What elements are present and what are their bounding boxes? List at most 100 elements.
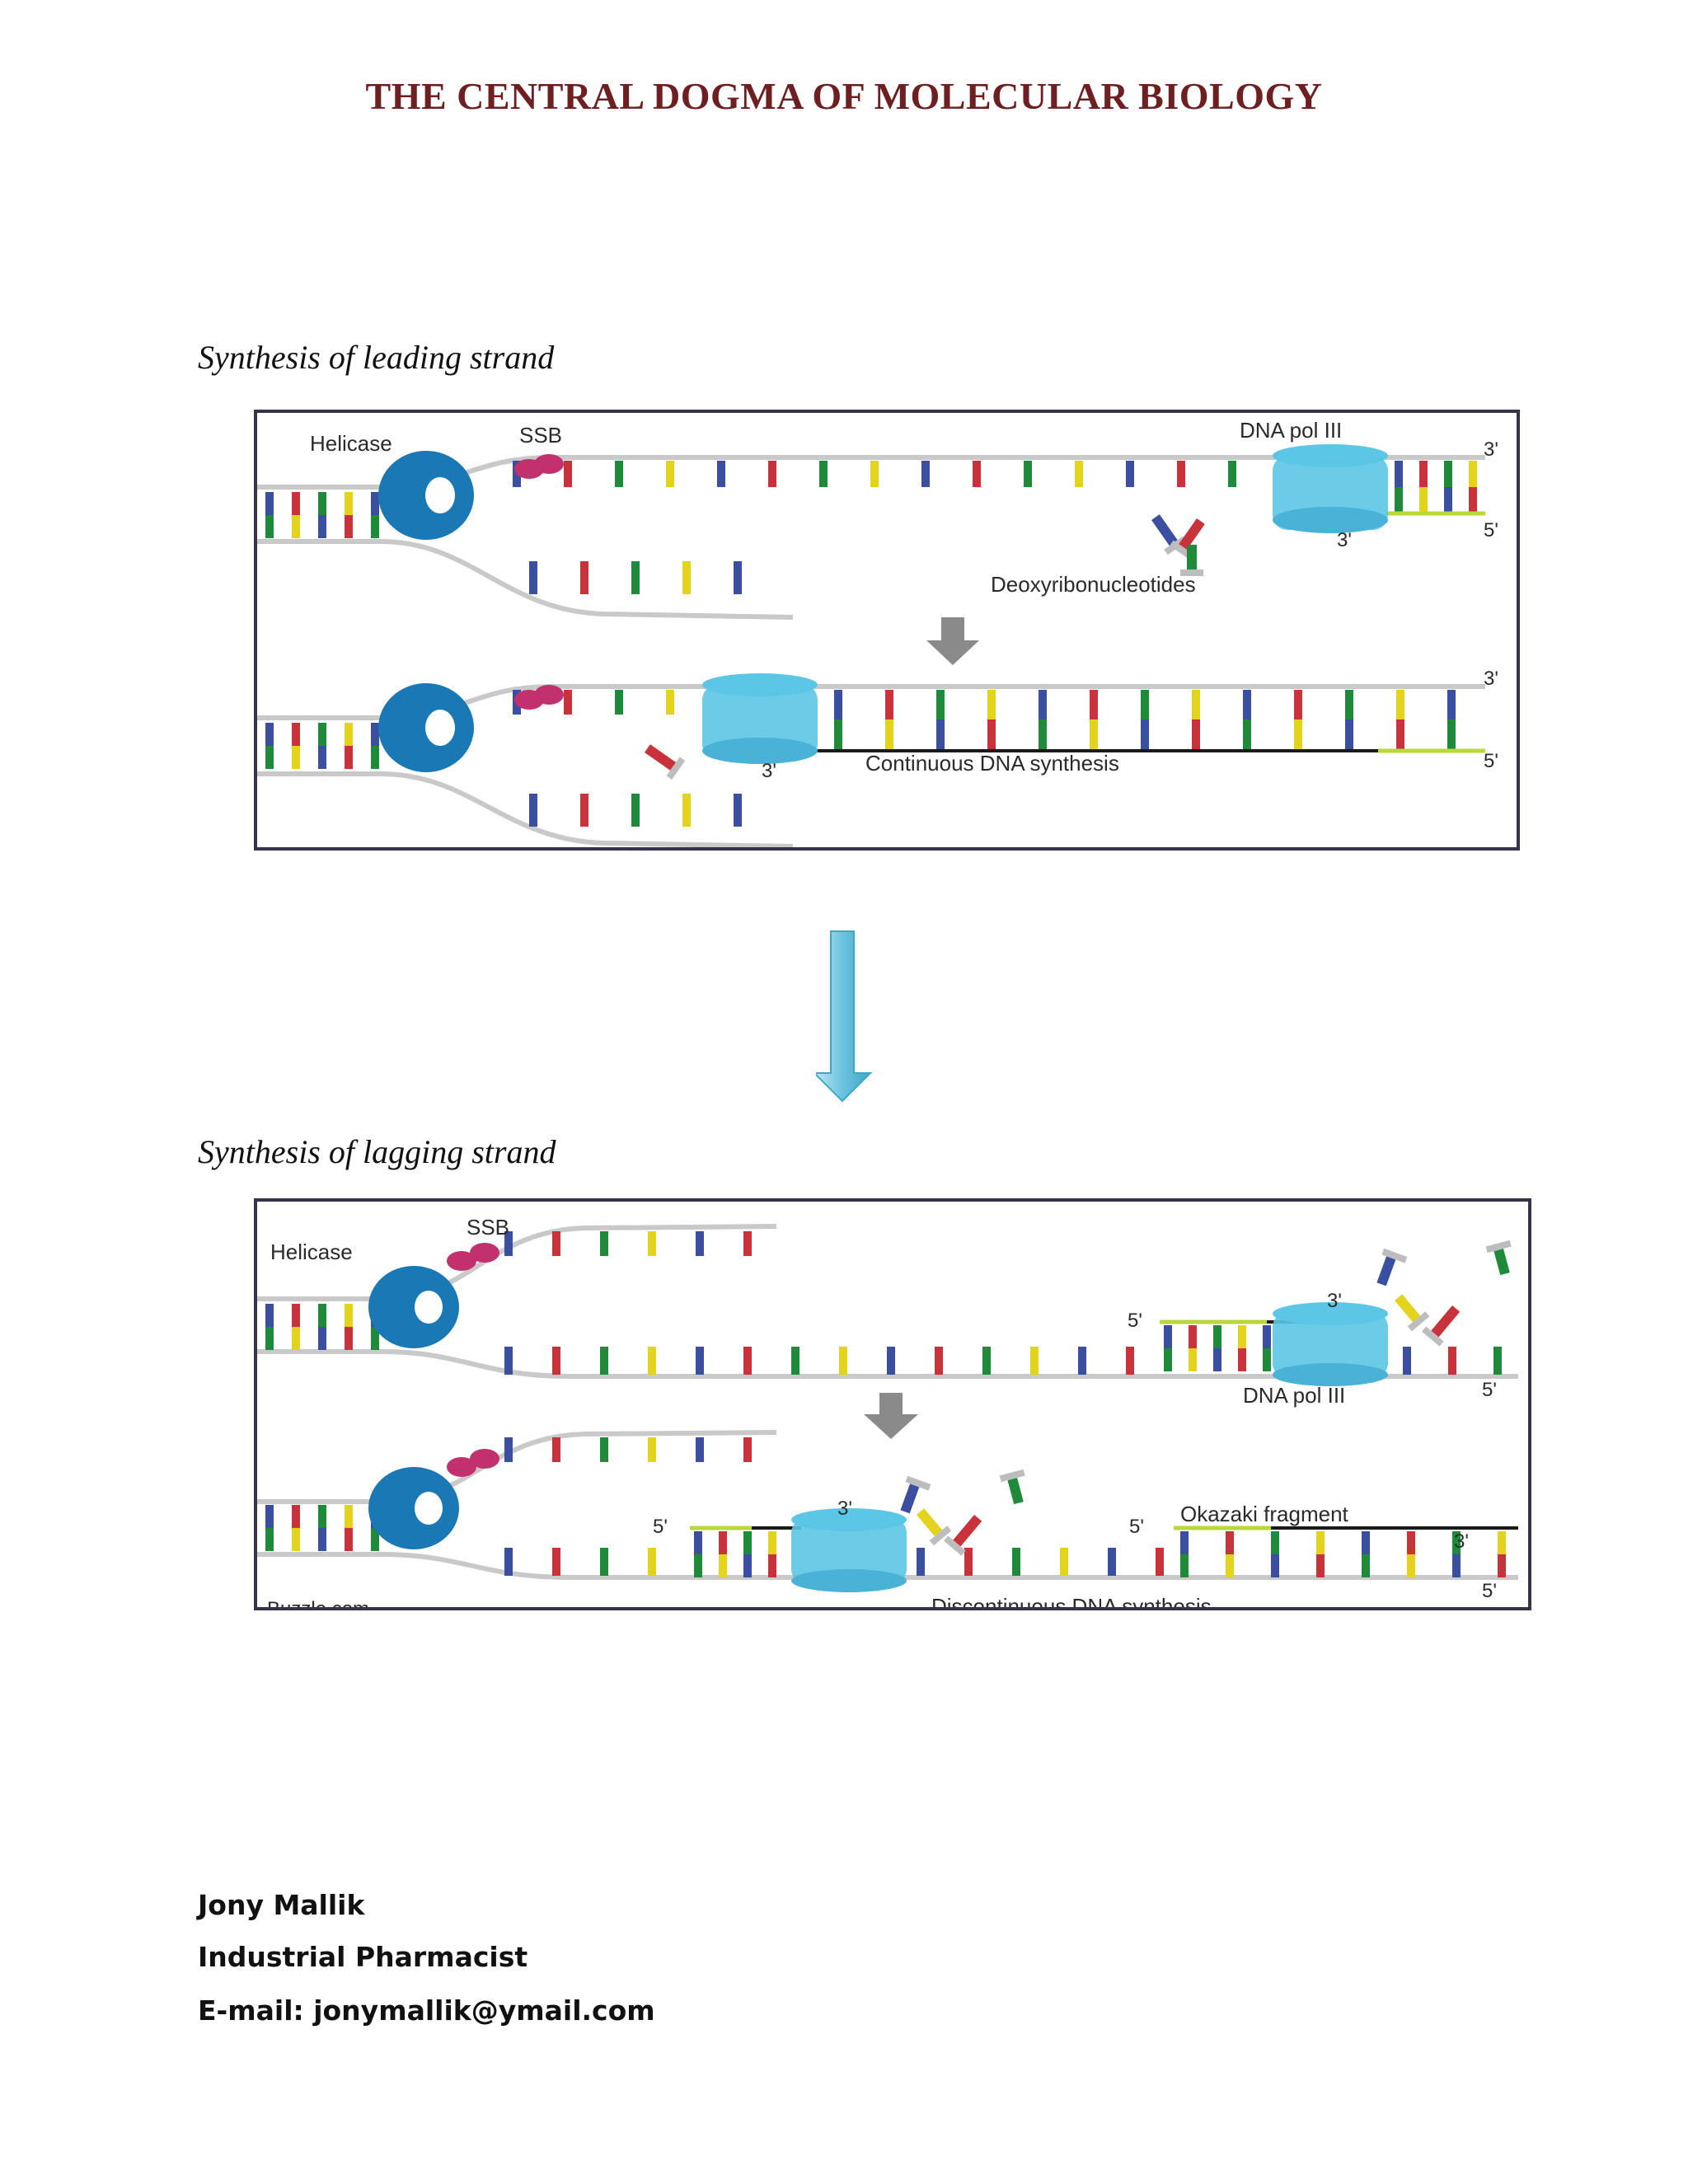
three-prime-label: 3' bbox=[1484, 438, 1498, 461]
base-tick bbox=[987, 690, 996, 719]
base-tick bbox=[371, 1327, 379, 1350]
base-tick bbox=[1192, 719, 1200, 749]
lagging-strand-figure: Helicase SSB DNA pol III 5' 3' 5' bbox=[254, 1198, 1531, 1610]
base-tick bbox=[1060, 1548, 1068, 1576]
base-tick bbox=[768, 1531, 776, 1554]
base-tick bbox=[768, 1554, 776, 1577]
dna-polymerase-top bbox=[791, 1508, 907, 1531]
base-tick bbox=[964, 1548, 973, 1576]
incoming-nucleotide bbox=[645, 744, 686, 780]
base-tick bbox=[564, 461, 572, 487]
flow-arrow bbox=[816, 930, 873, 1103]
base-tick bbox=[666, 690, 674, 715]
base-tick bbox=[1156, 1548, 1164, 1576]
base-tick bbox=[1243, 719, 1251, 749]
base-tick bbox=[529, 561, 537, 594]
five-prime-label: 5' bbox=[1484, 750, 1498, 772]
base-tick bbox=[1403, 1347, 1411, 1375]
base-tick bbox=[1164, 1325, 1172, 1348]
base-tick bbox=[1238, 1348, 1246, 1371]
base-tick bbox=[1362, 1554, 1370, 1577]
base-tick bbox=[987, 719, 996, 749]
base-tick bbox=[1452, 1531, 1461, 1554]
base-tick bbox=[1024, 461, 1032, 487]
base-tick bbox=[1090, 690, 1098, 719]
base-tick bbox=[1039, 719, 1047, 749]
base-tick bbox=[345, 1327, 353, 1350]
lagging-strand-caption: Synthesis of lagging strand bbox=[198, 1133, 556, 1170]
base-tick bbox=[768, 461, 776, 487]
base-tick bbox=[292, 1304, 300, 1327]
author-email: E-mail: jonymallik@ymail.com bbox=[198, 1994, 655, 2027]
helicase bbox=[378, 683, 474, 772]
free-nucleotides bbox=[1376, 1240, 1512, 1347]
base-tick bbox=[694, 1554, 702, 1577]
leading-strand-caption: Synthesis of leading strand bbox=[198, 339, 555, 376]
base-tick bbox=[819, 461, 828, 487]
base-tick bbox=[600, 1437, 608, 1462]
base-tick bbox=[743, 1231, 752, 1256]
base-tick bbox=[1226, 1554, 1234, 1577]
dna-polymerase-bottom bbox=[1273, 1363, 1388, 1386]
base-tick bbox=[1180, 1554, 1189, 1577]
base-tick bbox=[318, 515, 326, 538]
base-tick bbox=[1407, 1554, 1415, 1577]
base-tick bbox=[1213, 1348, 1221, 1371]
base-tick bbox=[936, 719, 945, 749]
dna-pol-label: DNA pol III bbox=[1240, 418, 1342, 443]
base-tick bbox=[292, 492, 300, 515]
base-tick bbox=[1469, 461, 1477, 487]
base-tick bbox=[734, 794, 742, 827]
base-tick bbox=[371, 515, 379, 538]
base-tick bbox=[292, 1528, 300, 1551]
base-tick bbox=[580, 794, 588, 827]
base-tick bbox=[345, 1528, 353, 1551]
base-tick bbox=[1362, 1531, 1370, 1554]
base-tick bbox=[1226, 1531, 1234, 1554]
base-tick bbox=[1108, 1548, 1116, 1576]
step-arrow bbox=[864, 1393, 918, 1439]
base-tick bbox=[887, 1347, 895, 1375]
base-tick bbox=[973, 461, 981, 487]
lagging-panel-after: 5' 3' 5' Okazaki fragment 3' 5' Disconti… bbox=[257, 1430, 1518, 1607]
base-tick bbox=[265, 515, 274, 538]
base-tick bbox=[696, 1347, 704, 1375]
base-tick bbox=[1316, 1531, 1325, 1554]
base-tick bbox=[1263, 1348, 1271, 1371]
base-tick bbox=[734, 561, 742, 594]
five-prime-label: 5' bbox=[1129, 1516, 1144, 1538]
ssb-proteins bbox=[447, 1243, 499, 1271]
base-tick bbox=[1090, 719, 1098, 749]
helicase bbox=[368, 1266, 459, 1348]
base-tick bbox=[1452, 1554, 1461, 1577]
base-tick bbox=[371, 723, 379, 746]
dna-polymerase-top bbox=[702, 673, 818, 696]
leading-panel-after: 3' 5' 3' Continuous DNA synthesis bbox=[257, 668, 1498, 847]
ssb-label: SSB bbox=[519, 423, 562, 448]
base-tick bbox=[834, 719, 842, 749]
base-tick bbox=[682, 794, 691, 827]
free-nucleotides bbox=[900, 1469, 1025, 1556]
base-tick bbox=[631, 794, 640, 827]
base-tick bbox=[265, 723, 274, 746]
base-tick bbox=[1189, 1348, 1197, 1371]
base-tick bbox=[791, 1347, 799, 1375]
base-tick bbox=[345, 723, 353, 746]
base-tick bbox=[717, 461, 725, 487]
base-tick bbox=[1039, 690, 1047, 719]
base-tick bbox=[318, 1505, 326, 1528]
dna-polymerase-top bbox=[1273, 444, 1388, 467]
five-prime-label: 5' bbox=[1482, 1379, 1497, 1401]
ssb-proteins bbox=[447, 1449, 499, 1477]
three-prime-label: 3' bbox=[837, 1497, 852, 1520]
base-tick bbox=[345, 746, 353, 769]
base-tick bbox=[600, 1347, 608, 1375]
base-tick bbox=[1345, 690, 1353, 719]
base-tick bbox=[318, 746, 326, 769]
ssb-proteins bbox=[514, 454, 564, 479]
base-tick bbox=[1228, 461, 1236, 487]
three-prime-label: 3' bbox=[1337, 529, 1352, 551]
base-tick bbox=[885, 690, 893, 719]
base-tick bbox=[1407, 1531, 1415, 1554]
base-tick bbox=[743, 1554, 752, 1577]
